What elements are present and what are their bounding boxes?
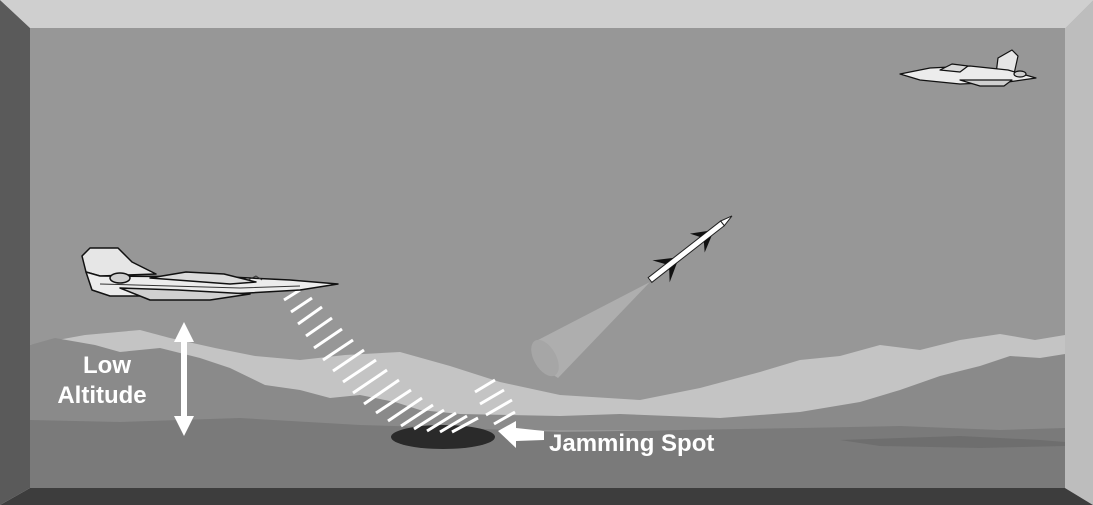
jamming-spot-label: Jamming Spot — [549, 430, 714, 458]
frame-right-bevel — [1065, 0, 1093, 505]
frame-left-bevel — [0, 0, 30, 505]
frame-bottom-bevel — [0, 488, 1093, 505]
frame-top-bevel — [0, 0, 1093, 28]
low-altitude-label-line-1: Low — [62, 352, 152, 380]
low-altitude-label-line-2: Altitude — [50, 382, 154, 410]
